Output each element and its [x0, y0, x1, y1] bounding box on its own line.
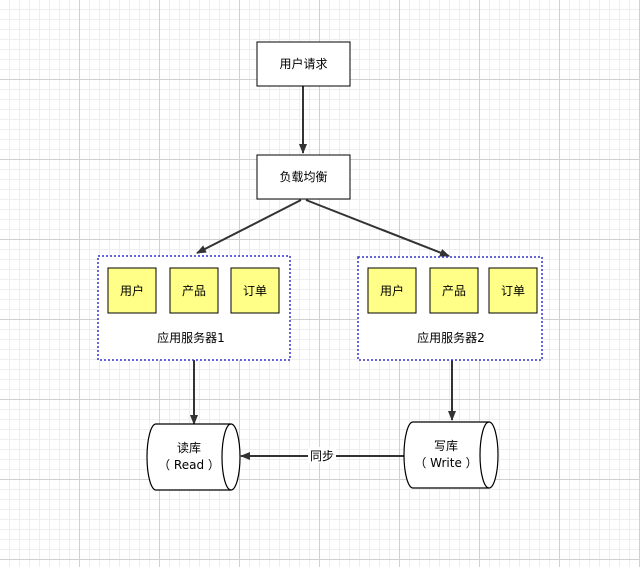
server1-label: 应用服务器1 [157, 330, 225, 345]
server2-module-order [488, 267, 538, 314]
server2-module-user-label: 用户 [380, 283, 404, 298]
write-database: 写库 （ Write ） [403, 421, 499, 489]
load-balancer-node: 负载均衡 [256, 154, 351, 200]
server2-module-product-label: 产品 [442, 284, 466, 298]
load-balancer-label: 负载均衡 [279, 170, 327, 184]
server1-module-order [230, 267, 280, 314]
read-database: 读库 （ Read ） [146, 423, 241, 491]
request-node: 用户请求 [256, 41, 351, 87]
read-db-body [146, 423, 241, 491]
server1-module-product-label: 产品 [182, 284, 206, 298]
write-db-front-curve [479, 421, 490, 489]
server1-module-user-label: 用户 [120, 283, 144, 298]
write-db-sublabel: （ Write ） [414, 456, 477, 470]
app-server-1: 用户 产品 订单 应用服务器1 [97, 255, 291, 361]
server2-module-user [367, 267, 417, 314]
sync-edge-label-group: 同步 [308, 447, 336, 463]
server2-module-product [429, 267, 479, 314]
server1-module-user [107, 267, 157, 314]
server1-module-product [169, 267, 219, 314]
sync-edge-label: 同步 [310, 449, 334, 463]
server1-module-order-label: 订单 [243, 284, 267, 298]
arrow-lb-to-server1 [196, 199, 302, 254]
request-label: 用户请求 [279, 56, 327, 71]
read-db-sublabel: （ Read ） [158, 458, 220, 472]
write-db-body [403, 421, 499, 489]
arrow-lb-to-server2 [305, 199, 450, 257]
read-db-label: 读库 [177, 440, 201, 455]
app-server-2: 用户 产品 订单 应用服务器2 [357, 256, 543, 361]
server2-label: 应用服务器2 [417, 330, 485, 345]
write-db-label: 写库 [434, 438, 458, 453]
server2-module-order-label: 订单 [501, 284, 525, 298]
read-db-front-curve [221, 423, 232, 491]
